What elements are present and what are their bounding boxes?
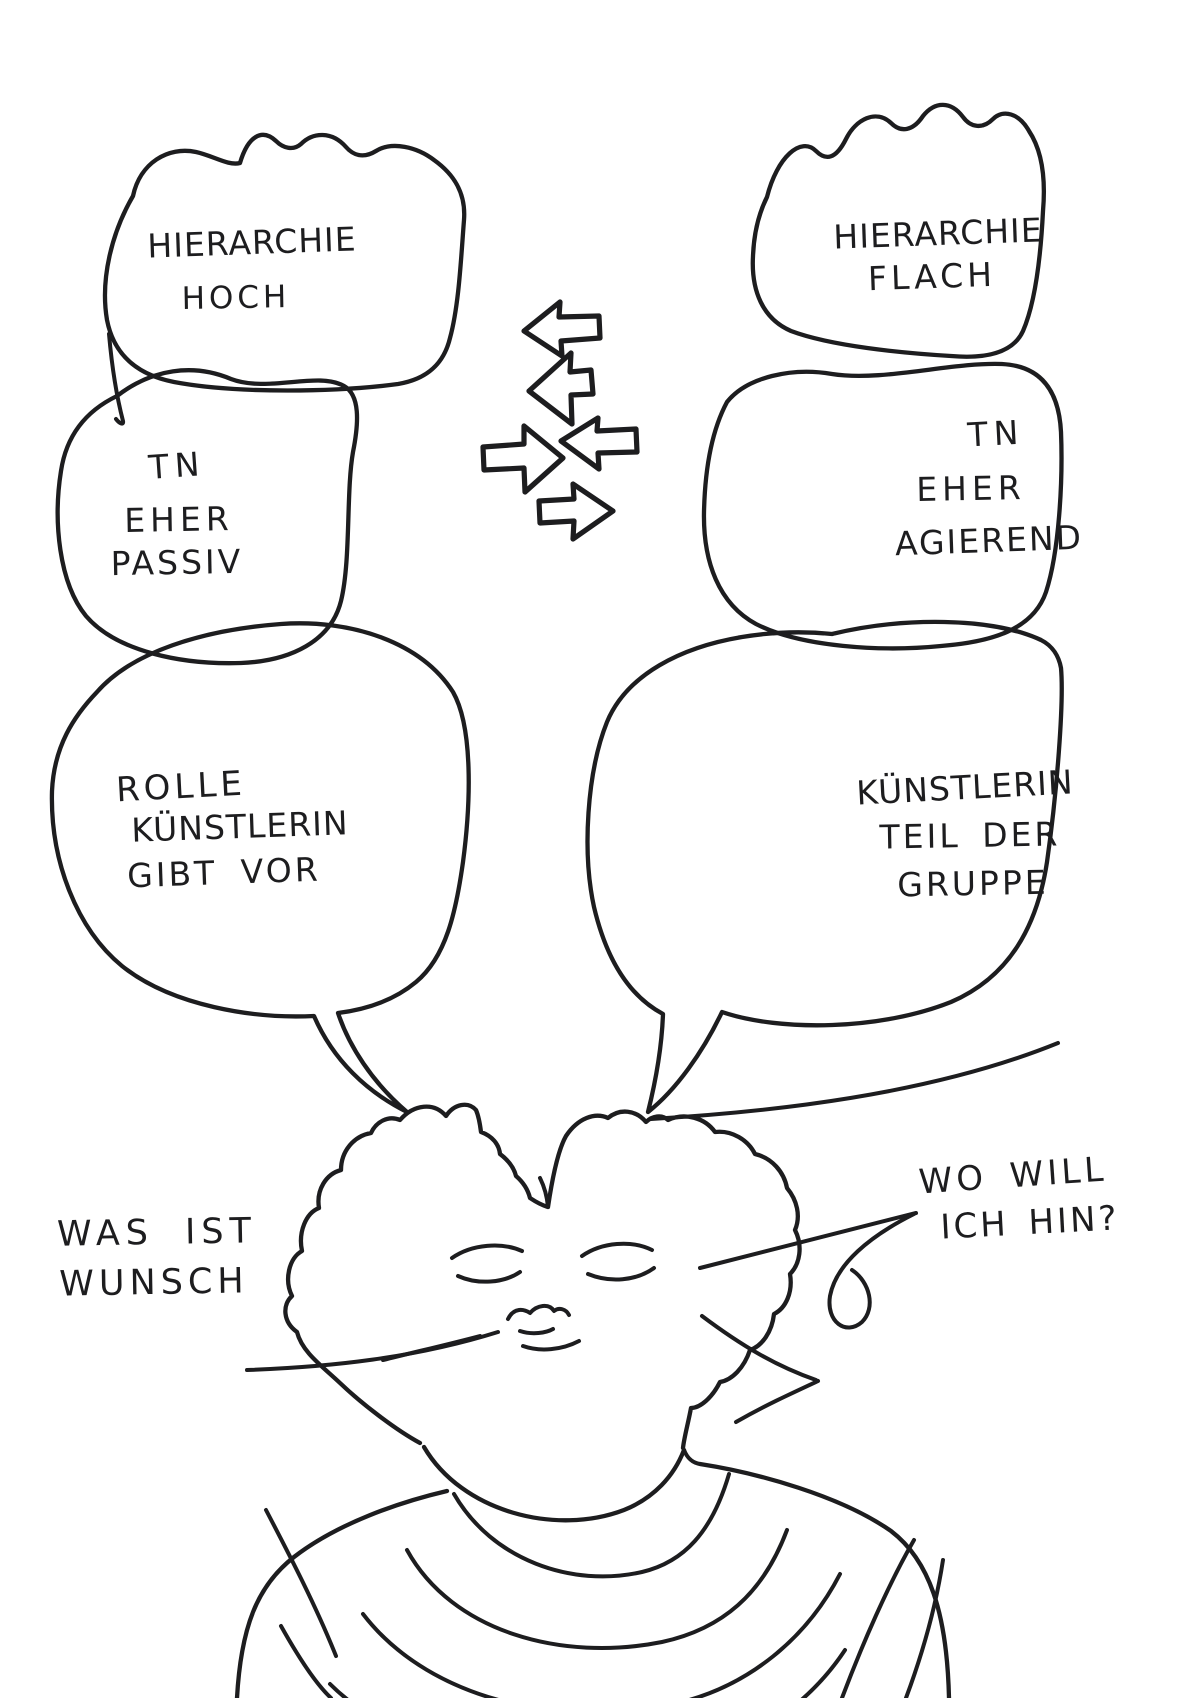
- bubble-tn-eher-agierend-outline: [701, 361, 1064, 651]
- thinking-figure: [234, 1041, 1060, 1698]
- chin-jaw-line: [421, 1444, 687, 1523]
- arrow-left-icon: [558, 415, 640, 472]
- bubble-text-line: GIBT VOR: [127, 850, 322, 896]
- bubble-text-line: KÜNSTLERIN: [855, 761, 1074, 812]
- sweater-side-stripe: [264, 1508, 338, 1658]
- left-shoulder-outline: [234, 1488, 450, 1698]
- mouth-upper-lip: [506, 1304, 571, 1321]
- hair-strand: [381, 1334, 482, 1362]
- right-bubble-column: HIERARCHIE FLACH TN EHER AGIEREND KÜNSTL…: [585, 102, 1084, 1115]
- bubble-text-line: HOCH: [181, 279, 290, 317]
- left-bubble-column: HIERARCHIE HOCH TN EHER PASSIV ROLLE KÜN…: [49, 132, 471, 1115]
- right-eye-lower: [586, 1266, 656, 1282]
- bubble-text-line: GRUPPE: [897, 863, 1049, 905]
- hair-strand: [698, 1211, 918, 1270]
- left-eye-lower: [456, 1270, 522, 1284]
- arrow-left-icon: [521, 299, 603, 359]
- sweater-stripe: [452, 1472, 731, 1579]
- arrow-right-icon: [480, 423, 566, 495]
- sweater-stripe: [361, 1572, 842, 1698]
- bubble-hierarchie-hoch-outline: [102, 132, 467, 393]
- sweater-side-stripe: [840, 1538, 916, 1698]
- converging-arrows: [480, 299, 640, 542]
- sweater-stripe: [405, 1528, 789, 1650]
- hair-strand: [245, 1330, 500, 1372]
- bubble-text-line: KÜNSTLERIN: [131, 802, 350, 850]
- caption-line: WO WILL: [917, 1149, 1108, 1202]
- mouth-mid-line: [518, 1327, 555, 1336]
- bubble-text-line: TEIL DER: [878, 814, 1060, 856]
- forehead-notch: [538, 1176, 550, 1209]
- bubble-text-line: PASSIV: [110, 542, 243, 583]
- bubble-text-line: HIERARCHIE: [833, 210, 1044, 256]
- bubble-text-line: ROLLE: [115, 764, 247, 811]
- hair-curl: [827, 1212, 916, 1330]
- mouth-lower-lip: [521, 1339, 581, 1352]
- hair-outline: [283, 1102, 802, 1451]
- sweater-side-stripe: [279, 1624, 333, 1698]
- bubble-text-line: EHER: [916, 468, 1026, 509]
- bubble-hierarchie-flach-outline: [750, 102, 1046, 359]
- bubble-text-line: EHER: [124, 499, 234, 540]
- bubble-text-line: TN: [146, 444, 206, 487]
- arrow-left-icon: [526, 350, 596, 427]
- right-eye-upper: [580, 1241, 654, 1258]
- bubble-tn-eher-passiv-outline: [55, 368, 360, 666]
- bubble-rolle-kuenstlerin-outline: [49, 621, 471, 1115]
- bubble-text-line: AGIEREND: [894, 518, 1083, 564]
- bubble-text-line: HIERARCHIE: [147, 219, 358, 265]
- bubble-text-line: FLACH: [867, 255, 996, 298]
- bubble-text-line: TN: [966, 413, 1026, 455]
- caption-line: WAS IST: [57, 1211, 258, 1254]
- sweater-side-stripe: [904, 1558, 945, 1698]
- hair-strand: [649, 1041, 1060, 1121]
- caption-line: ICH HIN?: [939, 1198, 1120, 1247]
- hair-strand: [734, 1379, 820, 1424]
- arrow-right-icon: [536, 481, 616, 542]
- left-eye-upper: [450, 1243, 524, 1260]
- bubble-overlap-stroke: [107, 332, 126, 426]
- neck-fold: [682, 1448, 702, 1466]
- captions: WAS IST WUNSCH WO WILL ICH HIN?: [57, 1149, 1121, 1304]
- right-shoulder-outline: [697, 1461, 952, 1698]
- bubble-kuenstlerin-gruppe-outline: [585, 619, 1064, 1115]
- hair-strand: [700, 1314, 818, 1382]
- caption-line: WUNSCH: [59, 1261, 249, 1304]
